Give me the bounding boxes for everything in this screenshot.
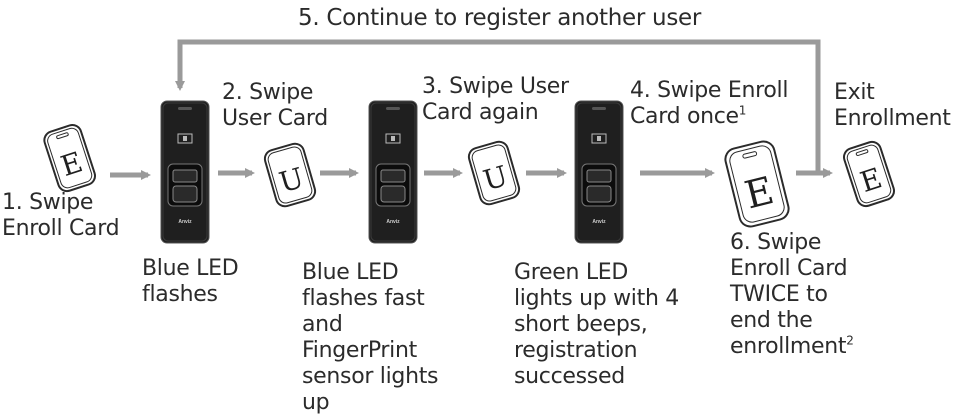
fingerprint-reader-2: Anviz: [368, 100, 418, 244]
footnote-1: 1: [738, 103, 747, 118]
loop-label: 5. Continue to register another user: [298, 5, 702, 31]
user-card-icon: U: [263, 142, 317, 208]
svg-text:Anviz: Anviz: [386, 219, 400, 225]
footnote-2: 2: [846, 333, 854, 348]
fingerprint-reader-3: Anviz: [574, 100, 624, 244]
svg-text:Anviz: Anviz: [592, 219, 606, 225]
user-card-again-icon: U: [467, 140, 521, 206]
svg-text:Anviz: Anviz: [178, 219, 192, 225]
enroll-card-exit-icon: E: [843, 140, 895, 208]
enroll-card-once-icon: E: [724, 140, 790, 228]
enroll-card-icon: E: [43, 124, 96, 193]
fingerprint-reader-1: Anviz: [160, 100, 210, 244]
loop-back-arrow: [175, 39, 821, 172]
